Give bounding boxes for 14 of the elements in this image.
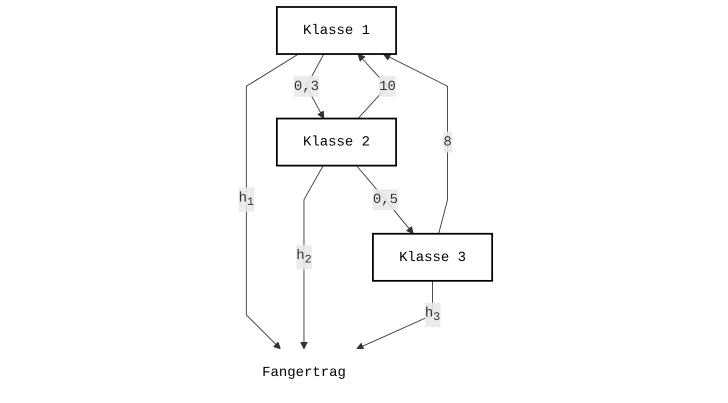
edge-label: 10 <box>379 78 396 94</box>
arrow <box>246 54 299 350</box>
arrow <box>356 165 414 234</box>
edge-label: h$_{1}$ <box>238 190 254 210</box>
edge-label: h$_{3}$ <box>424 305 440 325</box>
arrow <box>382 54 448 234</box>
edge-label: 0,5 <box>372 192 398 208</box>
node-text: Fangertrag <box>262 364 346 380</box>
edge-label: h$_{2}$ <box>296 248 312 267</box>
edge-label: 8 <box>443 134 452 150</box>
edge-label: 0,3 <box>294 78 319 94</box>
node-box: Klasse 2 <box>276 118 397 166</box>
node-box: Klasse 3 <box>372 232 493 282</box>
node-box: Klasse 1 <box>276 6 397 55</box>
